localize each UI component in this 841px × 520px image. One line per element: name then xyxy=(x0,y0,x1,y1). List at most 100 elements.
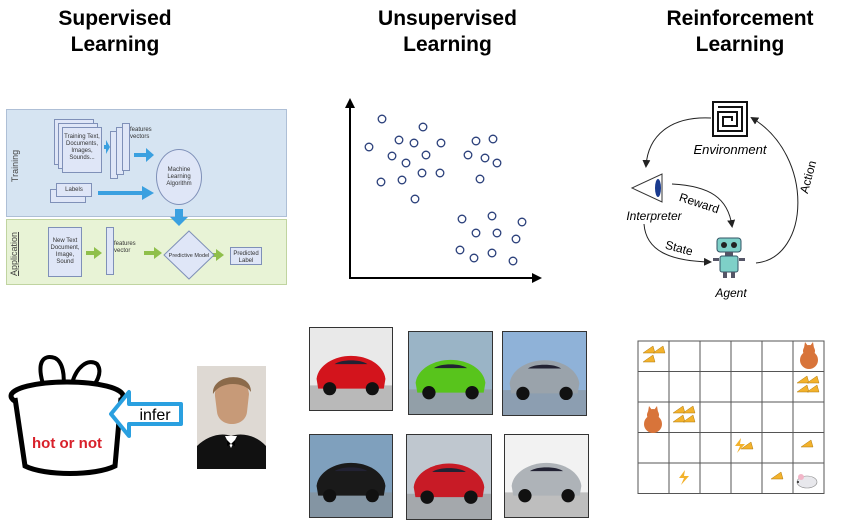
lightning-icon xyxy=(735,438,745,453)
scatter-point xyxy=(471,228,481,238)
scatter-point xyxy=(421,150,431,160)
cheese-icon xyxy=(796,384,810,393)
arrow-labels-to-ml xyxy=(98,186,154,200)
car-photo xyxy=(504,434,589,518)
cheese-icon xyxy=(672,405,686,414)
cheese-icon xyxy=(652,345,666,354)
x-axis-arrowhead xyxy=(532,273,542,283)
feature-vector-bar-3 xyxy=(122,123,130,171)
grid-cell xyxy=(637,432,670,464)
ml-algorithm-node: Machine Learning Algorithm xyxy=(156,149,202,205)
scatter-point xyxy=(487,248,497,258)
cheese-icon xyxy=(642,354,656,363)
grid-cell xyxy=(792,401,825,433)
car-photo xyxy=(309,327,393,411)
scatter-point xyxy=(455,245,465,255)
grid-cell xyxy=(637,462,670,494)
cheese-icon xyxy=(642,345,656,354)
cheese-icon xyxy=(672,414,686,423)
scatter-point xyxy=(436,138,446,148)
scatter-point xyxy=(387,151,397,161)
hat-icon xyxy=(8,355,126,476)
cheese-icon xyxy=(682,405,696,414)
grid-cell xyxy=(730,371,763,403)
features-vectors-label: features vectors xyxy=(130,127,152,140)
hot-or-not-hat: hot or not infer xyxy=(8,355,183,476)
portrait-photo xyxy=(197,366,266,469)
scatter-point xyxy=(457,214,467,224)
cheese-icon xyxy=(806,375,820,384)
new-doc-box: New Text Document, Image, Sound xyxy=(48,227,82,277)
rl-cycle-diagram: Environment Interpreter Agent Reward Sta… xyxy=(626,101,819,300)
scatter-point xyxy=(410,194,420,204)
arrow-ml-to-model xyxy=(170,209,188,226)
cheese-icon xyxy=(682,414,696,423)
arrow-agent-to-environment xyxy=(750,116,799,264)
grid-cell xyxy=(761,432,794,464)
grid-cell xyxy=(792,371,825,403)
infer-arrow xyxy=(109,390,183,438)
scatter-point xyxy=(463,150,473,160)
grid-cell xyxy=(761,371,794,403)
training-docs-box: Training Text, Documents, Images, Sounds… xyxy=(62,127,102,173)
cat-icon xyxy=(800,342,818,369)
arrow-state xyxy=(643,223,712,266)
grid-cell xyxy=(699,340,732,372)
grid-cell xyxy=(699,432,732,464)
y-axis-arrowhead xyxy=(345,98,355,108)
predicted-label-box: Predicted Label xyxy=(230,247,262,265)
cheese-icon xyxy=(740,441,754,450)
grid-cell xyxy=(668,432,701,464)
grid-cell xyxy=(668,340,701,372)
scatter-point xyxy=(492,158,502,168)
arrow-docs-to-features xyxy=(104,140,110,154)
interpreter-label: Interpreter xyxy=(626,209,682,223)
scatter-point xyxy=(492,228,502,238)
cluster-scatter-plot xyxy=(345,98,542,283)
grid-cell xyxy=(637,371,670,403)
grid-lines xyxy=(637,340,825,494)
car-photo xyxy=(502,331,587,416)
scatter-point xyxy=(469,253,479,263)
car-photo xyxy=(408,331,493,415)
grid-items xyxy=(642,342,820,489)
scatter-point xyxy=(488,134,498,144)
reward-label: Reward xyxy=(677,190,721,216)
grid-cell xyxy=(668,371,701,403)
grid-cell xyxy=(699,462,732,494)
environment-label: Environment xyxy=(694,142,768,157)
grid-cell xyxy=(730,462,763,494)
supervised-pipeline-diagram: Training Application Training Text, Docu… xyxy=(6,109,287,285)
robot-agent-icon xyxy=(713,237,745,278)
cat-icon xyxy=(644,406,662,433)
scatter-point xyxy=(487,211,497,221)
action-label: Action xyxy=(797,159,819,195)
scatter-point xyxy=(471,136,481,146)
cheese-icon xyxy=(796,375,810,384)
agent-label: Agent xyxy=(714,286,747,300)
scatter-point xyxy=(377,114,387,124)
grid-cell xyxy=(699,401,732,433)
scatter-point xyxy=(417,168,427,178)
scatter-points xyxy=(364,114,527,266)
mouse-icon xyxy=(796,474,818,489)
scatter-point xyxy=(480,153,490,163)
scatter-point xyxy=(418,122,428,132)
cheese-icon xyxy=(806,384,820,393)
car-photo xyxy=(406,434,492,520)
maze-icon xyxy=(712,101,748,137)
title-unsupervised: Unsupervised Learning xyxy=(378,7,517,56)
grid-cell xyxy=(761,340,794,372)
scatter-point xyxy=(508,256,518,266)
title-supervised: Supervised Learning xyxy=(58,7,172,56)
grid-world xyxy=(637,340,825,494)
predictive-model-diamond xyxy=(163,230,215,280)
infer-label: infer xyxy=(139,407,171,424)
features-vector-label: features vector xyxy=(114,241,136,254)
scatter-point xyxy=(397,175,407,185)
scatter-point xyxy=(511,234,521,244)
scatter-point xyxy=(364,142,374,152)
grid-cell xyxy=(730,340,763,372)
cheese-icon xyxy=(770,471,784,480)
scatter-point xyxy=(401,158,411,168)
